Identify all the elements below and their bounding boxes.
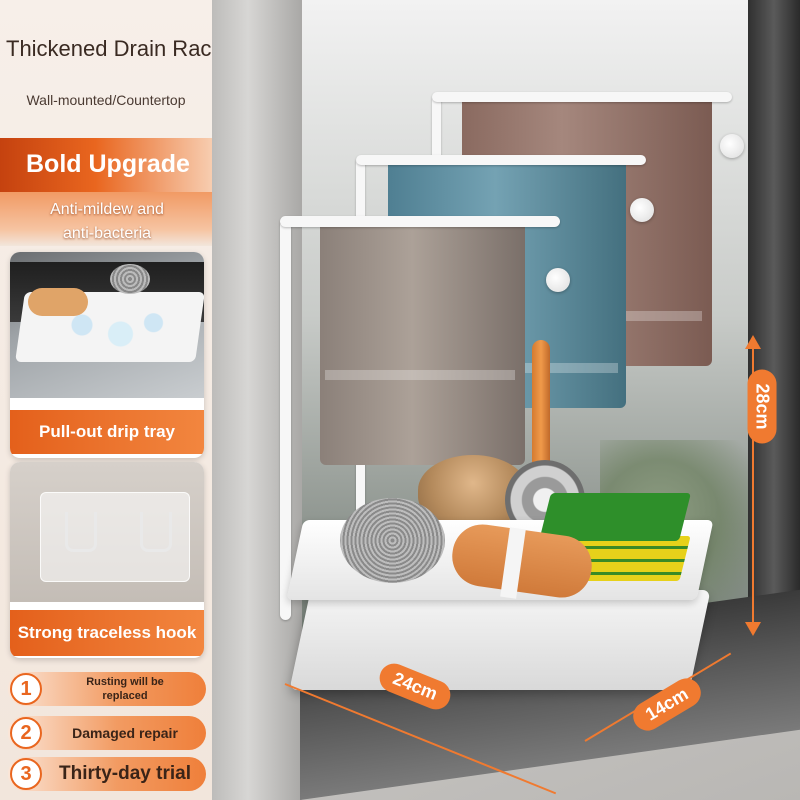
promise-item: 1 Rusting will be replaced [8, 672, 206, 706]
upgrade-banner-text: Bold Upgrade [26, 150, 190, 178]
arrow-down-icon [745, 622, 761, 636]
bar-end-cap [546, 268, 570, 292]
feature-note-background [0, 192, 212, 246]
promise-text: Rusting will be replaced [50, 672, 200, 706]
towel-stripe [612, 311, 702, 321]
product-subtitle: Wall-mounted/Countertop [26, 92, 186, 108]
promise-text-line: Rusting will be [86, 676, 164, 688]
towel-stripe [325, 370, 515, 380]
promise-number-badge: 1 [10, 673, 42, 705]
towel-grey [320, 225, 525, 465]
upgrade-banner: Bold Upgrade [0, 138, 212, 192]
promise-text-line: replaced [102, 690, 148, 702]
product-title: Thickened Drain Rack [6, 36, 212, 61]
hanging-brush-handle [532, 340, 550, 470]
promise-text: Damaged repair [72, 725, 178, 741]
promise-number-badge: 2 [10, 717, 42, 749]
feature-card-hook: Strong traceless hook [10, 462, 204, 658]
rack-rail-front [280, 220, 291, 620]
feature-sidebar: Thickened Drain Rack Wall-mounted/Counte… [0, 0, 212, 800]
hook-icon [65, 512, 97, 552]
feature-note-line: Anti-mildew and [50, 201, 164, 218]
feature-note: Anti-mildew and anti-bacteria [22, 198, 192, 246]
height-dimension-line [752, 345, 754, 627]
arrow-up-icon [745, 335, 761, 349]
promise-item: 2 Damaged repair [8, 716, 206, 750]
scrubber-detail [110, 264, 150, 294]
towel-bar-top [432, 92, 732, 102]
drip-tray-photo [10, 252, 204, 398]
steel-wool-scrubber [340, 498, 445, 583]
feature-note-line: anti-bacteria [62, 225, 152, 242]
sponge-green [539, 493, 691, 541]
bar-end-cap [630, 198, 654, 222]
promise-item: 3 Thirty-day trial [8, 757, 206, 791]
feature-card-label: Pull-out drip tray [10, 410, 204, 454]
promise-number-badge: 3 [10, 758, 42, 790]
feature-card-drip-tray: Pull-out drip tray [10, 252, 204, 458]
towel-bar-middle [356, 155, 646, 165]
height-dimension-label: 28cm [747, 369, 777, 444]
drip-tray [289, 590, 711, 690]
feature-card-label: Strong traceless hook [10, 610, 204, 656]
hook-photo [10, 462, 204, 602]
brush-detail [28, 288, 88, 316]
promise-text: Thirty-day trial [59, 763, 191, 784]
towel-stripe [518, 363, 618, 373]
bar-end-cap [720, 134, 744, 158]
towel-bar-bottom [280, 216, 560, 227]
hook-icon [140, 512, 172, 552]
